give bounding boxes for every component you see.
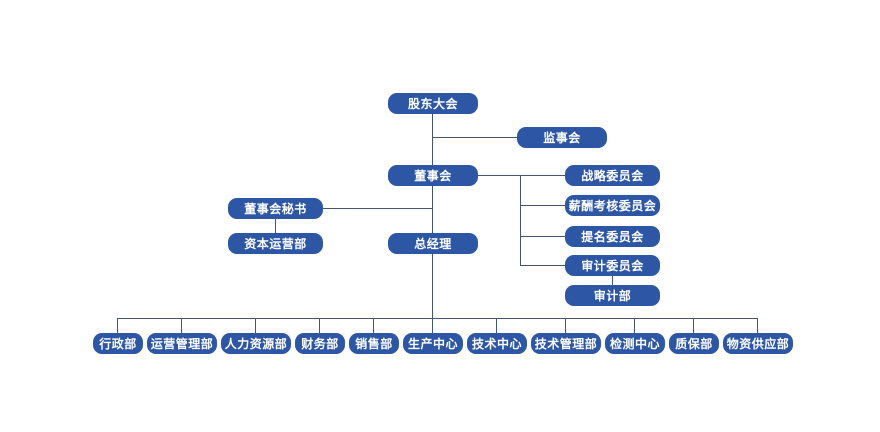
connector-general-manager-to-rail — [432, 254, 433, 318]
connector-stub-administration — [117, 318, 118, 333]
connector-stub-technology-center — [496, 318, 497, 333]
connector-board-to-strategy-committee — [478, 175, 565, 176]
connector-to-nomination-committee — [520, 236, 565, 237]
org-node-operations-management-department: 运营管理部 — [147, 333, 217, 354]
org-node-human-resources-department: 人力资源部 — [221, 333, 291, 354]
connector-stub-operations-management — [181, 318, 182, 333]
connector-to-remuneration-committee — [520, 205, 565, 206]
connector-stub-sales — [373, 318, 374, 333]
connector-stub-material-supply — [757, 318, 758, 333]
connector-secretary-to-capital-operations — [275, 219, 276, 233]
org-node-nomination-committee: 提名委员会 — [565, 226, 660, 247]
org-node-technology-center: 技术中心 — [467, 333, 527, 354]
org-node-material-supply-department: 物资供应部 — [723, 333, 793, 354]
org-node-board-secretary: 董事会秘书 — [228, 198, 323, 219]
org-node-capital-operations-department: 资本运营部 — [228, 233, 323, 254]
connector-stub-testing-center — [634, 318, 635, 333]
org-node-general-manager: 总经理 — [388, 233, 478, 254]
connector-stub-technology-management — [565, 318, 566, 333]
connector-shareholders-to-board — [432, 114, 433, 165]
connector-to-audit-committee — [520, 265, 565, 266]
connector-stub-finance — [319, 318, 320, 333]
connector-departments-rail — [117, 318, 758, 319]
org-node-quality-assurance-department: 质保部 — [669, 333, 719, 354]
connector-to-supervisory-board — [432, 137, 517, 138]
connector-committees-trunk — [520, 175, 521, 266]
connector-stub-production-center — [432, 318, 433, 333]
org-node-testing-center: 检测中心 — [605, 333, 665, 354]
org-node-remuneration-appraisal-committee: 薪酬考核委员会 — [565, 195, 660, 216]
org-node-supervisory-board: 监事会 — [517, 127, 607, 148]
connector-stub-quality-assurance — [693, 318, 694, 333]
org-node-strategy-committee: 战略委员会 — [565, 165, 660, 186]
org-node-finance-department: 财务部 — [295, 333, 345, 354]
org-node-audit-committee: 审计委员会 — [565, 255, 660, 276]
connector-to-board-secretary — [323, 208, 432, 209]
org-node-production-center: 生产中心 — [403, 333, 463, 354]
connector-stub-human-resources — [255, 318, 256, 333]
org-node-audit-department: 审计部 — [565, 285, 660, 306]
org-node-technology-management-department: 技术管理部 — [531, 333, 601, 354]
connector-audit-committee-to-audit-department — [612, 276, 613, 285]
org-node-board-of-directors: 董事会 — [388, 165, 478, 186]
org-node-sales-department: 销售部 — [349, 333, 399, 354]
org-node-shareholders-meeting: 股东大会 — [388, 93, 478, 114]
connector-board-to-general-manager — [432, 186, 433, 233]
org-node-administration-department: 行政部 — [93, 333, 143, 354]
